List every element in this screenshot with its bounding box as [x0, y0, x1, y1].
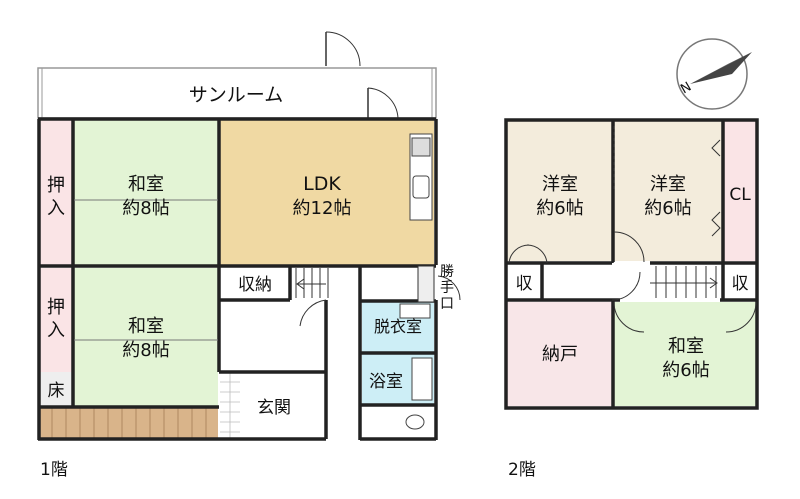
genkan-area	[220, 372, 326, 438]
sunroom-area	[37, 67, 437, 119]
shu-right-area	[724, 266, 756, 298]
oshiire-upper	[40, 120, 72, 265]
oshiire-lower-char1: 押	[47, 297, 65, 318]
nando-area	[507, 302, 612, 406]
yoshitsu-left-size: 約6帖	[536, 198, 583, 219]
katteguchi-char2: 手	[440, 280, 454, 296]
washitsu-lower-size: 約8帖	[122, 340, 169, 361]
yoshitsu-left	[507, 121, 612, 261]
yokushitsu-label: 浴室	[369, 372, 403, 392]
bathtub	[411, 357, 433, 401]
oshiire-lower-char2: 入	[47, 320, 65, 341]
ldk-name: LDK	[303, 173, 341, 195]
washitsu-upper-name: 和室	[128, 174, 164, 195]
oshiire-upper-char2: 入	[47, 198, 65, 219]
floor2-caption: 2階	[508, 460, 536, 480]
oshiire-upper-char1: 押	[47, 175, 65, 196]
shu-left-label: 収	[516, 274, 533, 294]
washbasin	[399, 303, 431, 319]
washitsu-upper	[74, 120, 218, 265]
katteguchi-char1: 勝	[440, 264, 454, 280]
floor2-walls	[504, 118, 759, 410]
floor-1: サンルーム 押 入 和室 約8帖 LDK 約12帖 押 入 床 和室 約8帖 収…	[37, 31, 461, 441]
datsuishitsu-label: 脱衣室	[374, 317, 422, 336]
nando-label: 納戸	[542, 344, 578, 365]
genkan-tiles	[220, 372, 240, 438]
yoshitsu-left-name: 洋室	[542, 174, 578, 195]
washitsu-lower	[74, 268, 218, 406]
katteguchi-door	[417, 265, 461, 303]
floor-2: 洋室 約6帖 洋室 約6帖 CL 収 収 納戸 和室 約6帖	[504, 118, 759, 410]
stairs-1f	[295, 268, 329, 298]
floor1-caption: 1階	[40, 460, 68, 480]
shu-right-label: 収	[732, 274, 749, 294]
closet-area	[724, 121, 756, 261]
engawa	[40, 408, 218, 438]
closet-label: CL	[729, 185, 751, 205]
toko-label: 床	[48, 381, 65, 401]
shu-left-area	[507, 266, 541, 298]
yoshitsu-right-size: 約6帖	[644, 198, 691, 219]
toilet	[405, 414, 425, 430]
shuno-label: 収納	[238, 275, 272, 295]
floor1-walls	[37, 117, 438, 441]
ldk-area	[220, 120, 434, 265]
oshiire-lower	[40, 268, 72, 372]
compass: N	[676, 38, 752, 110]
ldk-size: 約12帖	[293, 198, 352, 219]
toko-area	[40, 372, 72, 406]
katteguchi-char3: 口	[440, 296, 454, 312]
washitsu-2f	[614, 302, 756, 406]
stairs-2f	[650, 266, 718, 298]
washitsu-2f-size: 約6帖	[662, 360, 709, 381]
washitsu-lower-name: 和室	[128, 316, 164, 337]
ldk-door	[367, 87, 399, 120]
yoshitsu-right-name: 洋室	[650, 174, 686, 195]
genkan-label: 玄関	[257, 398, 291, 418]
sunroom-door	[325, 31, 361, 67]
kitchen-counter	[409, 133, 433, 221]
washitsu-upper-size: 約8帖	[122, 198, 169, 219]
washitsu-2f-name: 和室	[668, 336, 704, 357]
sunroom-label: サンルーム	[189, 84, 283, 106]
